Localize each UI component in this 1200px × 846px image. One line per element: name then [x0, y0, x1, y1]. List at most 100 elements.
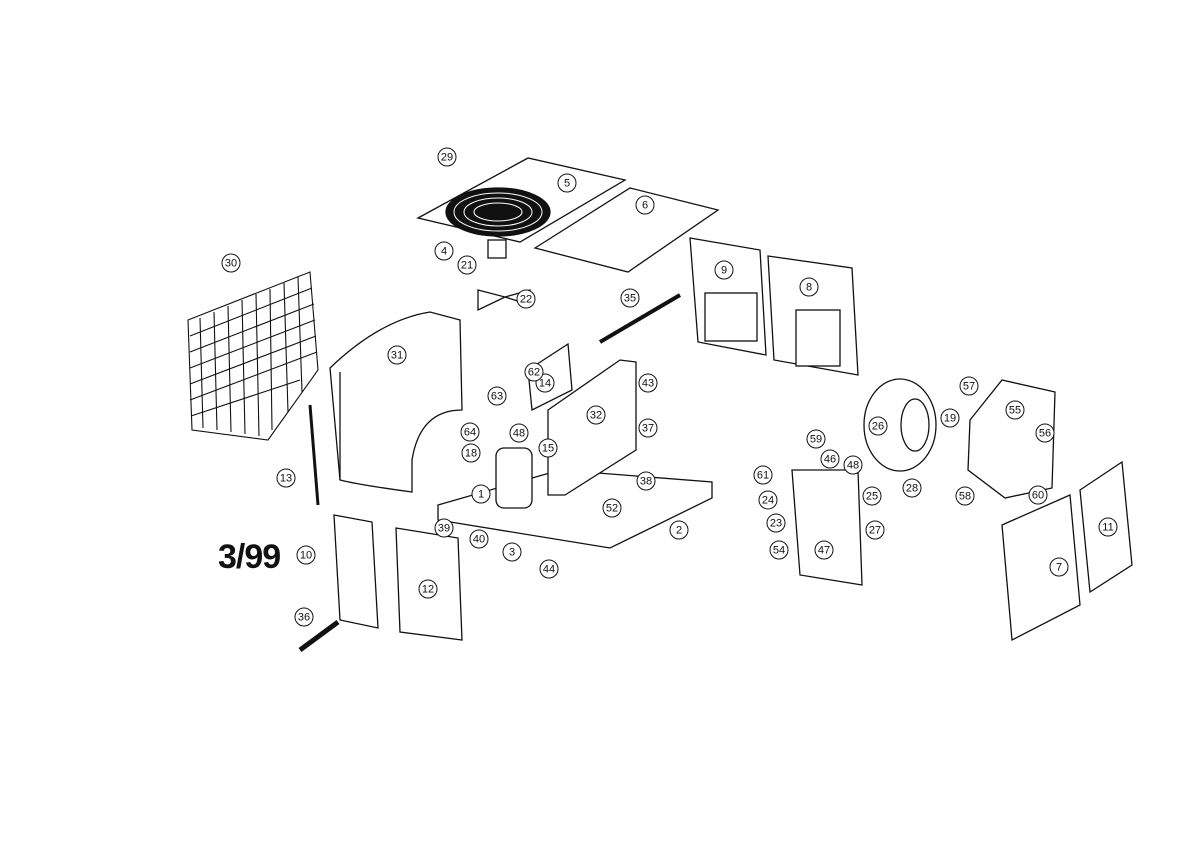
callout-number: 60 [1032, 490, 1044, 502]
fan-motor [487, 239, 507, 259]
callout-number: 64 [464, 427, 476, 439]
callout-18: 18 [461, 443, 481, 463]
callout-number: 2 [676, 525, 682, 537]
callout-circle [557, 173, 577, 193]
callout-number: 57 [963, 381, 975, 393]
callout-number: 40 [473, 534, 485, 546]
callout-circle [638, 373, 658, 393]
callout-64: 64 [460, 422, 480, 442]
callout-number: 37 [642, 423, 654, 435]
callout-1: 1 [471, 484, 491, 504]
callout-circle [516, 289, 536, 309]
callout-number: 56 [1039, 428, 1051, 440]
callout-number: 24 [762, 495, 774, 507]
callout-circle [959, 376, 979, 396]
callout-circle [769, 540, 789, 560]
callout-9: 9 [714, 260, 734, 280]
callout-circle [502, 542, 522, 562]
callout-number: 32 [590, 410, 602, 422]
callout-number: 46 [824, 454, 836, 466]
callout-circle [509, 423, 529, 443]
callout-number: 38 [640, 476, 652, 488]
callout-number: 11 [1102, 522, 1113, 534]
callout-circle [296, 545, 316, 565]
callout-circle [294, 607, 314, 627]
callout-10: 10 [296, 545, 316, 565]
callout-59: 59 [806, 429, 826, 449]
callout-13: 13 [276, 468, 296, 488]
callout-31: 31 [387, 345, 407, 365]
callout-circle [434, 518, 454, 538]
callout-circle [865, 520, 885, 540]
callout-circle [276, 468, 296, 488]
callout-4: 4 [434, 241, 454, 261]
partition-panel [547, 359, 637, 496]
callout-55: 55 [1005, 400, 1025, 420]
callout-circle [524, 362, 544, 382]
callout-39: 39 [434, 518, 454, 538]
callout-circle [437, 147, 457, 167]
callout-52: 52 [602, 498, 622, 518]
callout-61: 61 [753, 465, 773, 485]
callout-58: 58 [955, 486, 975, 506]
callout-46: 46 [820, 449, 840, 469]
callout-number: 26 [872, 421, 884, 433]
callout-22: 22 [516, 289, 536, 309]
coil-guard-grid [187, 271, 319, 441]
callout-57: 57 [959, 376, 979, 396]
callout-28: 28 [902, 478, 922, 498]
callout-circle [538, 438, 558, 458]
callout-32: 32 [586, 405, 606, 425]
callout-44: 44 [539, 559, 559, 579]
callout-24: 24 [758, 490, 778, 510]
callout-circle [636, 471, 656, 491]
callout-circle [753, 465, 773, 485]
callout-26: 26 [868, 416, 888, 436]
callout-48: 48 [843, 455, 863, 475]
callout-circle [461, 443, 481, 463]
callout-number: 14 [539, 378, 551, 390]
callout-number: 1 [478, 489, 484, 501]
blower-housing [967, 379, 1056, 499]
callout-circle [586, 405, 606, 425]
callout-number: 47 [818, 545, 830, 557]
callout-27: 27 [865, 520, 885, 540]
callout-circle [1005, 400, 1025, 420]
drain-tube [298, 619, 340, 653]
callout-circle [487, 386, 507, 406]
callout-number: 29 [441, 152, 453, 164]
condenser-coil [329, 311, 463, 493]
callout-number: 6 [642, 200, 648, 212]
callout-12: 12 [418, 579, 438, 599]
callout-number: 35 [624, 293, 636, 305]
callout-circle [806, 429, 826, 449]
callout-3: 3 [502, 542, 522, 562]
callout-36: 36 [294, 607, 314, 627]
callout-38: 38 [636, 471, 656, 491]
support-bar [598, 293, 682, 344]
callout-number: 36 [298, 612, 310, 624]
callout-number: 18 [465, 448, 477, 460]
callout-circle [902, 478, 922, 498]
callout-number: 7 [1056, 562, 1062, 574]
callout-circle [955, 486, 975, 506]
callout-number: 5 [564, 178, 570, 190]
fan-grille [445, 187, 551, 237]
callout-circle [940, 408, 960, 428]
access-panel-7 [1001, 494, 1081, 642]
diagram-date-code: 3/99 [218, 538, 281, 576]
callout-54: 54 [769, 540, 789, 560]
callout-2: 2 [669, 520, 689, 540]
callout-circle [602, 498, 622, 518]
callout-circle [471, 484, 491, 504]
callout-number: 28 [906, 483, 918, 495]
callout-60: 60 [1028, 485, 1048, 505]
callout-21: 21 [457, 255, 477, 275]
callout-circle [862, 486, 882, 506]
callout-number: 63 [491, 391, 503, 403]
corner-panel-10 [333, 514, 379, 629]
callout-number: 58 [959, 491, 971, 503]
callout-number: 25 [866, 491, 878, 503]
callout-19: 19 [940, 408, 960, 428]
